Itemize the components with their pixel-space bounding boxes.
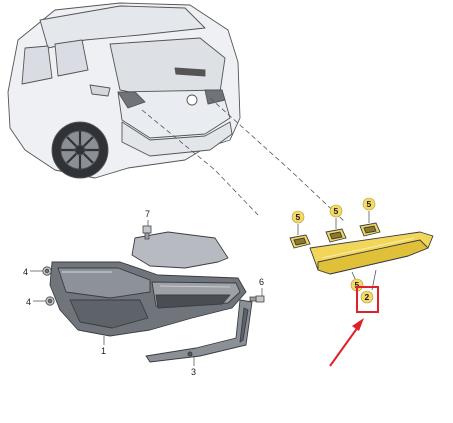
trim-strip: [145, 299, 253, 363]
bolt-6: [249, 295, 265, 303]
leader-lines: [141, 97, 346, 223]
label-part-2: 2: [365, 292, 370, 302]
rear-lamp-assembly: [49, 231, 247, 337]
label-part-1: 1: [101, 346, 106, 356]
label-part-4-lower: 4: [26, 297, 31, 307]
svg-text:5: 5: [367, 199, 372, 209]
car-illustration: [7, 2, 241, 179]
svg-text:5: 5: [334, 206, 339, 216]
label-part-3: 3: [191, 367, 196, 377]
nut-4-lower: [45, 296, 55, 306]
nut-4-upper: [42, 266, 52, 276]
label-part-4-upper: 4: [23, 267, 28, 277]
label-part-6: 6: [259, 277, 264, 287]
pin-5c: 5: [362, 197, 376, 211]
red-box-icon: [356, 286, 379, 313]
pin-2: 2: [360, 290, 374, 304]
svg-text:5: 5: [296, 212, 301, 222]
pin-5b: 5: [329, 204, 343, 218]
svg-text:5: 5: [355, 280, 360, 290]
red-arrow-icon: [329, 318, 364, 367]
label-part-7: 7: [145, 209, 150, 219]
rear-reflector: [309, 231, 434, 275]
clip-pads: [289, 222, 381, 249]
bolt-7: [142, 225, 152, 240]
pin-5a: 5: [291, 210, 305, 224]
